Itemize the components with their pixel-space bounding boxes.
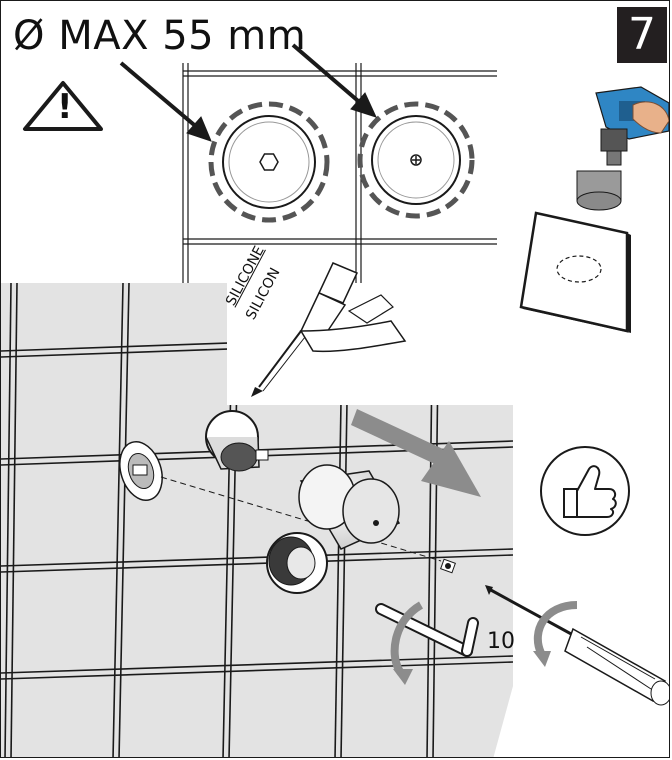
warning-triangle-icon — [23, 81, 103, 131]
hole-left — [208, 101, 330, 223]
silicone-gun-icon — [227, 262, 407, 405]
adapter-ring — [266, 532, 328, 594]
pointer-arrows — [119, 43, 377, 142]
drill-with-hole-saw-icon — [576, 86, 669, 211]
max-diameter-label: Ø MAX 55 mm — [13, 13, 307, 59]
step-number-badge: 7 — [617, 7, 667, 63]
cartridge — [205, 410, 269, 472]
direction-arrow — [351, 409, 481, 497]
mounting-plate — [519, 211, 631, 333]
set-screw — [440, 558, 456, 574]
allen-key-icon — [375, 601, 479, 685]
handle-knob — [298, 464, 401, 550]
warning-exclamation: ! — [57, 87, 73, 127]
allen-key-size-label: 10 — [487, 629, 515, 654]
wall-tiles — [1, 283, 513, 757]
hole-right — [357, 101, 475, 219]
thumbs-up-icon — [540, 446, 630, 536]
wall-escutcheon — [119, 441, 163, 501]
assembly-axis — [160, 476, 442, 562]
screwdriver-icon — [485, 585, 669, 706]
